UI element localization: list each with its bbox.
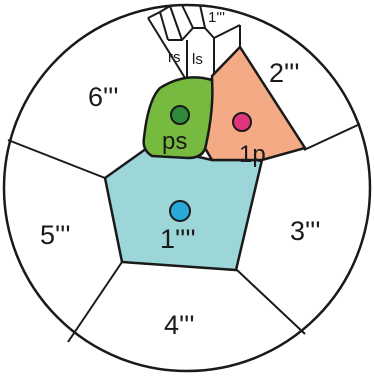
label-1-top: 1''' xyxy=(208,9,225,26)
top-cell-divider-1 xyxy=(159,11,169,41)
region-dividers xyxy=(7,4,361,343)
top-cell-divider-3 xyxy=(181,4,194,29)
divider-1-2 xyxy=(213,24,241,39)
top-cell-divider-2 xyxy=(169,5,183,41)
label-4: 4''' xyxy=(164,310,194,340)
label-ps: ps xyxy=(162,128,187,155)
divider-6-5 xyxy=(7,139,106,179)
label-1p: 1p xyxy=(239,141,266,168)
center-dot xyxy=(169,200,191,222)
label-2: 2''' xyxy=(269,58,299,88)
1p-cell xyxy=(203,44,307,162)
1p-dot xyxy=(232,112,252,132)
label-5: 5''' xyxy=(40,220,70,250)
divider-6-top xyxy=(147,17,186,79)
label-rs: rs xyxy=(168,49,181,66)
divider-4-3 xyxy=(236,269,306,335)
top-cell-bottom xyxy=(168,27,215,41)
divider-3-2 xyxy=(303,123,361,151)
top-cell-divider-4 xyxy=(199,4,206,29)
label-3: 3''' xyxy=(290,216,320,246)
divider-5-4 xyxy=(67,261,123,343)
label-1-center: 1'''' xyxy=(160,224,196,254)
label-6: 6''' xyxy=(88,82,118,112)
label-ls: ls xyxy=(192,51,203,68)
ps-dot xyxy=(170,105,190,125)
